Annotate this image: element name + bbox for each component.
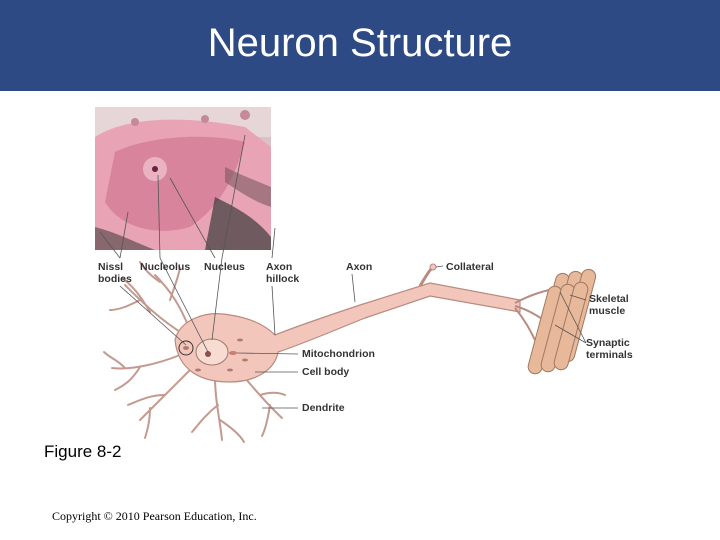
slide-title: Neuron Structure — [207, 21, 513, 65]
label-mitochondrion: Mitochondrion — [302, 348, 375, 360]
label-skeletal-line2: muscle — [589, 305, 626, 317]
neuron-micrograph — [95, 107, 271, 250]
label-synaptic-line2: terminals — [586, 349, 633, 361]
label-collateral: Collateral — [446, 261, 494, 273]
label-synaptic-terminals: Synaptic terminals — [586, 337, 633, 361]
label-cell-body: Cell body — [302, 366, 350, 378]
label-axon-hillock: Axon hillock — [266, 261, 299, 285]
title-bar: Neuron Structure — [0, 0, 720, 91]
skeletal-muscle-bundle — [527, 268, 597, 375]
label-dendrite: Dendrite — [302, 402, 345, 414]
label-nissl-line1: Nissl — [98, 261, 124, 273]
label-axon: Axon — [346, 261, 373, 273]
nucleolus — [205, 351, 211, 357]
label-skeletal-line1: Skeletal — [589, 293, 629, 305]
nucleus — [195, 338, 229, 366]
label-nissl-line2: bodies — [98, 273, 132, 285]
nissl-bodies — [178, 338, 248, 372]
figure-caption: Figure 8-2 — [44, 442, 122, 461]
label-axon-hillock-line2: hillock — [266, 273, 300, 285]
label-nucleus: Nucleus — [204, 261, 245, 273]
copyright-notice: Copyright © 2010 Pearson Education, Inc. — [52, 509, 257, 523]
leader-lines — [99, 134, 587, 409]
cell-body — [174, 282, 521, 383]
label-skeletal-muscle: Skeletal muscle — [589, 293, 629, 317]
label-axon-hillock-line1: Axon — [266, 261, 293, 273]
label-nissl-bodies: Nissl bodies — [98, 261, 132, 285]
mitochondrion — [229, 351, 237, 355]
label-synaptic-line1: Synaptic — [586, 337, 630, 349]
label-nucleolus: Nucleolus — [140, 261, 191, 273]
